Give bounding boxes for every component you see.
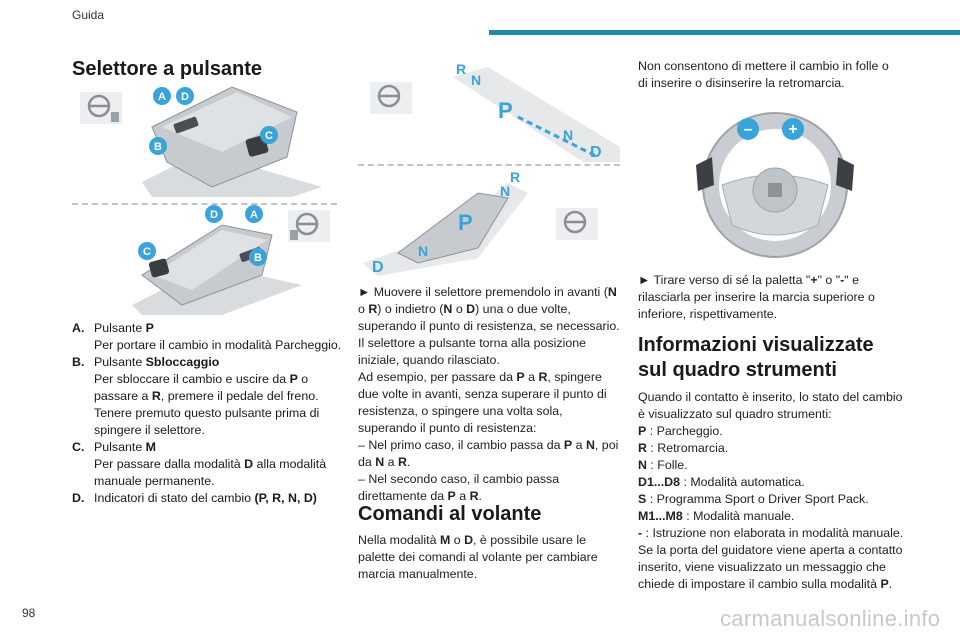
section-title-selector: Selettore a pulsante bbox=[72, 58, 263, 80]
gear-letter-N: N bbox=[418, 243, 428, 259]
steering-controls-text: Nella modalità M o D, è possibile usare … bbox=[358, 533, 598, 581]
callout-B: B bbox=[149, 137, 167, 155]
callout-D: D bbox=[205, 205, 223, 223]
steering-wheel-icon bbox=[87, 94, 111, 118]
list-item: A. Pulsante P Per portare il cambio in m… bbox=[72, 321, 342, 352]
section-title-instrument-info: Informazioni visualizzate sul quadro str… bbox=[638, 334, 874, 381]
steering-wheel-icon bbox=[295, 212, 319, 236]
selector-motion-figure-bottom: R N P N D bbox=[363, 169, 598, 276]
instrument-info-text: Quando il contatto è inserito, lo stato … bbox=[638, 389, 906, 593]
watermark: carmanualsonline.info bbox=[720, 606, 941, 631]
selector-instructions: ► Muovere il selettore premendolo in ava… bbox=[358, 285, 620, 503]
steering-wheel-figure: – + bbox=[696, 112, 854, 258]
gear-letter-N: N bbox=[471, 72, 481, 88]
steering-wheel-icon bbox=[377, 84, 401, 108]
gear-state-item: D1...D8 : Modalità automatica. bbox=[638, 475, 805, 489]
gear-letter-N: N bbox=[500, 183, 510, 199]
selector-figure-top: A D C B bbox=[80, 86, 322, 197]
callout-A: A bbox=[153, 87, 171, 105]
svg-text:C: C bbox=[143, 246, 151, 258]
svg-text:D: D bbox=[210, 209, 218, 221]
section-title-steering-controls: Comandi al volante bbox=[358, 503, 542, 525]
gear-letter-D: D bbox=[372, 259, 384, 276]
hand-icon bbox=[290, 230, 298, 240]
callout-C: C bbox=[260, 126, 278, 144]
svg-text:C: C bbox=[265, 130, 273, 142]
page-number: 98 bbox=[22, 606, 36, 620]
paddle-limitations-text: Non consentono di mettere il cambio in f… bbox=[638, 59, 889, 90]
gear-state-item: P : Parcheggio. bbox=[638, 424, 723, 438]
brand-logo-icon bbox=[768, 183, 782, 197]
paddle-instructions: ► Tirare verso di sé la paletta "+" o "-… bbox=[638, 273, 875, 321]
gear-state-item: N : Folle. bbox=[638, 458, 688, 472]
header-section-label: Guida bbox=[72, 8, 105, 22]
gear-state-item: - : Istruzione non elaborata in modalità… bbox=[638, 526, 904, 540]
callout-B: B bbox=[249, 248, 267, 266]
svg-text:A: A bbox=[158, 91, 166, 103]
paddle-plus-icon: + bbox=[782, 118, 804, 140]
gear-state-item: M1...M8 : Modalità manuale. bbox=[638, 509, 795, 523]
selector-figure-bottom: D A C B bbox=[132, 205, 330, 315]
gear-letter-P: P bbox=[498, 98, 513, 123]
figure-divider-left bbox=[72, 203, 337, 205]
gear-letter-N: N bbox=[563, 127, 573, 143]
svg-text:B: B bbox=[254, 252, 262, 264]
header-accent-bar bbox=[489, 30, 960, 35]
svg-text:A: A bbox=[250, 209, 258, 221]
gear-letter-P: P bbox=[458, 210, 473, 235]
gear-state-item: R : Retromarcia. bbox=[638, 441, 729, 455]
svg-text:B: B bbox=[154, 141, 162, 153]
callout-D: D bbox=[176, 87, 194, 105]
list-item: B. Pulsante Sbloccaggio Per sbloccare il… bbox=[72, 355, 320, 437]
button-list: A. Pulsante P Per portare il cambio in m… bbox=[72, 320, 342, 507]
gear-letter-R: R bbox=[456, 61, 466, 77]
selector-motion-figure-top: R N P N D bbox=[370, 61, 620, 162]
gear-state-item: S : Programma Sport o Driver Sport Pack. bbox=[638, 492, 869, 506]
callout-C: C bbox=[138, 242, 156, 260]
list-item: D. Indicatori di stato del cambio (P, R,… bbox=[72, 491, 317, 505]
gear-letter-D: D bbox=[590, 144, 602, 161]
paddle-minus-icon: – bbox=[737, 118, 759, 140]
hand-icon bbox=[111, 112, 119, 122]
gear-letter-R: R bbox=[510, 169, 520, 185]
steering-wheel-icon bbox=[563, 210, 587, 234]
svg-text:+: + bbox=[788, 121, 797, 138]
figure-divider-middle bbox=[358, 164, 620, 166]
callout-A: A bbox=[245, 205, 263, 223]
list-item: C. Pulsante M Per passare dalla modalità… bbox=[72, 440, 327, 488]
svg-text:D: D bbox=[181, 91, 189, 103]
svg-text:–: – bbox=[744, 121, 753, 138]
